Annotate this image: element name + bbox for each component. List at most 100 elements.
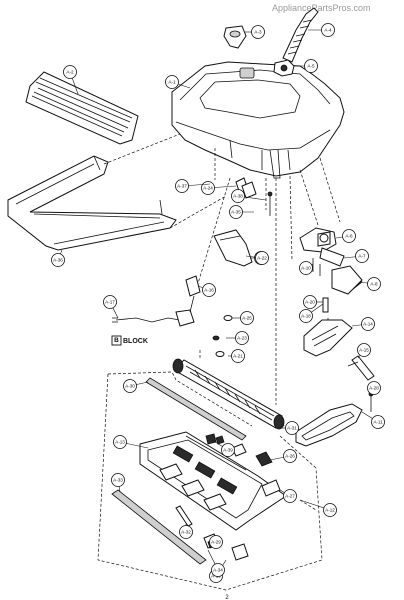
callout-label: A-35 xyxy=(231,210,241,215)
callout-bubble xyxy=(63,65,77,79)
callout-a11: A-11 xyxy=(361,411,385,429)
callout-bubble xyxy=(221,443,235,457)
housing-part xyxy=(171,61,345,180)
callout-label: A-24 xyxy=(203,186,213,191)
watermark: AppliancePartsPros.com xyxy=(272,3,371,13)
callout-a22: A-22 xyxy=(245,251,269,265)
callout-bubble xyxy=(371,415,385,429)
callout-bubble xyxy=(367,381,381,395)
callout-bubble xyxy=(111,473,125,487)
callout-a25: A-25 xyxy=(232,311,254,325)
rod-part xyxy=(175,505,193,527)
callout-label: A-16 xyxy=(204,288,214,293)
callout-label: A-5 xyxy=(307,64,315,69)
callout-label: A-13 xyxy=(115,440,125,445)
callout-bubble xyxy=(209,535,223,549)
callout-bubble xyxy=(165,75,179,89)
callout-label: A-18 xyxy=(301,314,311,319)
bumper-frame-part xyxy=(7,155,177,251)
callout-label: A-11 xyxy=(373,420,383,425)
clip-part xyxy=(273,59,295,77)
page-marker: 2 xyxy=(225,595,229,600)
callout-bubble xyxy=(201,181,215,195)
callout-a8: A-8 xyxy=(359,277,381,291)
callout-label: A-32 xyxy=(181,530,191,535)
callout-bubble xyxy=(51,253,65,267)
block-text: BLOCK xyxy=(123,338,148,345)
block-outline xyxy=(97,371,323,591)
callout-bubble xyxy=(304,59,318,73)
callout-a7: A-7 xyxy=(343,249,369,263)
callout-a2: A-2 xyxy=(63,65,79,95)
callout-label: A-30 xyxy=(125,384,135,389)
callout-a28: A-28 xyxy=(367,381,381,397)
callout-a14: A-14 xyxy=(351,317,375,331)
callout-a1: A-1 xyxy=(165,75,191,89)
brush-roll-part xyxy=(172,358,285,430)
callout-a17: A-17 xyxy=(103,295,119,319)
callout-bubble xyxy=(361,317,375,331)
callout-bubble xyxy=(255,251,269,265)
callout-bubble xyxy=(179,525,193,539)
callout-bubble xyxy=(299,261,313,275)
callout-bubble xyxy=(355,249,369,263)
callout-a23: A-23 xyxy=(226,331,249,345)
callout-a34: A-34 xyxy=(207,549,225,577)
callout-label: A-33 xyxy=(113,478,123,483)
callout-a30: A-30 xyxy=(123,379,149,393)
callout-label: A-23 xyxy=(237,336,247,341)
side-strip-part xyxy=(111,489,207,565)
lever-part xyxy=(303,319,353,357)
callout-bubble xyxy=(231,349,245,363)
callout-label: A-27 xyxy=(285,494,295,499)
callout-label: A-20 xyxy=(305,300,315,305)
callout-a26: A-26 xyxy=(269,449,297,463)
callout-a20: A-20 xyxy=(303,295,323,309)
connector-part xyxy=(185,275,201,313)
callout-bubble xyxy=(283,449,297,463)
block-letter: B xyxy=(114,337,119,344)
callout-label: A-3 xyxy=(254,30,262,35)
callout-bubble xyxy=(303,295,317,309)
callout-label: A-21 xyxy=(233,354,243,359)
callout-label: A-22 xyxy=(257,256,267,261)
callout-bubble xyxy=(229,205,243,219)
grille-part xyxy=(25,71,139,145)
callout-bubble xyxy=(103,295,117,309)
callout-label: A-15 xyxy=(359,348,369,353)
callout-bubble xyxy=(235,331,249,345)
callout-bubble xyxy=(113,435,127,449)
callout-label: A-37 xyxy=(177,184,187,189)
block-label: B BLOCK xyxy=(111,335,148,346)
callout-label: A-14 xyxy=(363,322,373,327)
callout-a5: A-5 xyxy=(294,59,318,73)
callout-label: A-12 xyxy=(325,508,335,513)
nozzle-part xyxy=(223,25,247,49)
callout-bubble xyxy=(299,309,313,323)
callout-bubble xyxy=(283,489,297,503)
callout-layer: A-1A-2A-3A-4A-5A-6A-7A-8A-9A-10A-11A-12A… xyxy=(51,23,385,583)
callout-label: A-25 xyxy=(242,316,252,321)
callout-a32: A-32 xyxy=(179,524,193,539)
callout-bubble xyxy=(321,23,335,37)
power-cord-part xyxy=(112,309,195,327)
callout-a12: A-12 xyxy=(299,499,337,517)
callout-a37: A-37 xyxy=(175,179,211,193)
callout-bubble xyxy=(323,503,337,517)
front-strip-part xyxy=(145,377,247,441)
callout-label: A-6 xyxy=(345,234,353,239)
callout-label: A-29 xyxy=(211,540,221,545)
cover-plate-part xyxy=(213,229,253,267)
callout-bubble xyxy=(231,189,245,203)
callout-a16: A-16 xyxy=(197,283,216,297)
callout-a15: A-15 xyxy=(357,343,371,359)
switch-assembly-part xyxy=(299,227,363,295)
link-rod-part xyxy=(347,355,375,381)
callout-a36: A-36 xyxy=(51,249,65,267)
callout-a6: A-6 xyxy=(335,229,356,243)
callout-bubble xyxy=(123,379,137,393)
callout-a24: A-24 xyxy=(201,181,237,195)
callout-a33: A-33 xyxy=(111,473,125,493)
callout-label: A-8 xyxy=(370,282,378,287)
